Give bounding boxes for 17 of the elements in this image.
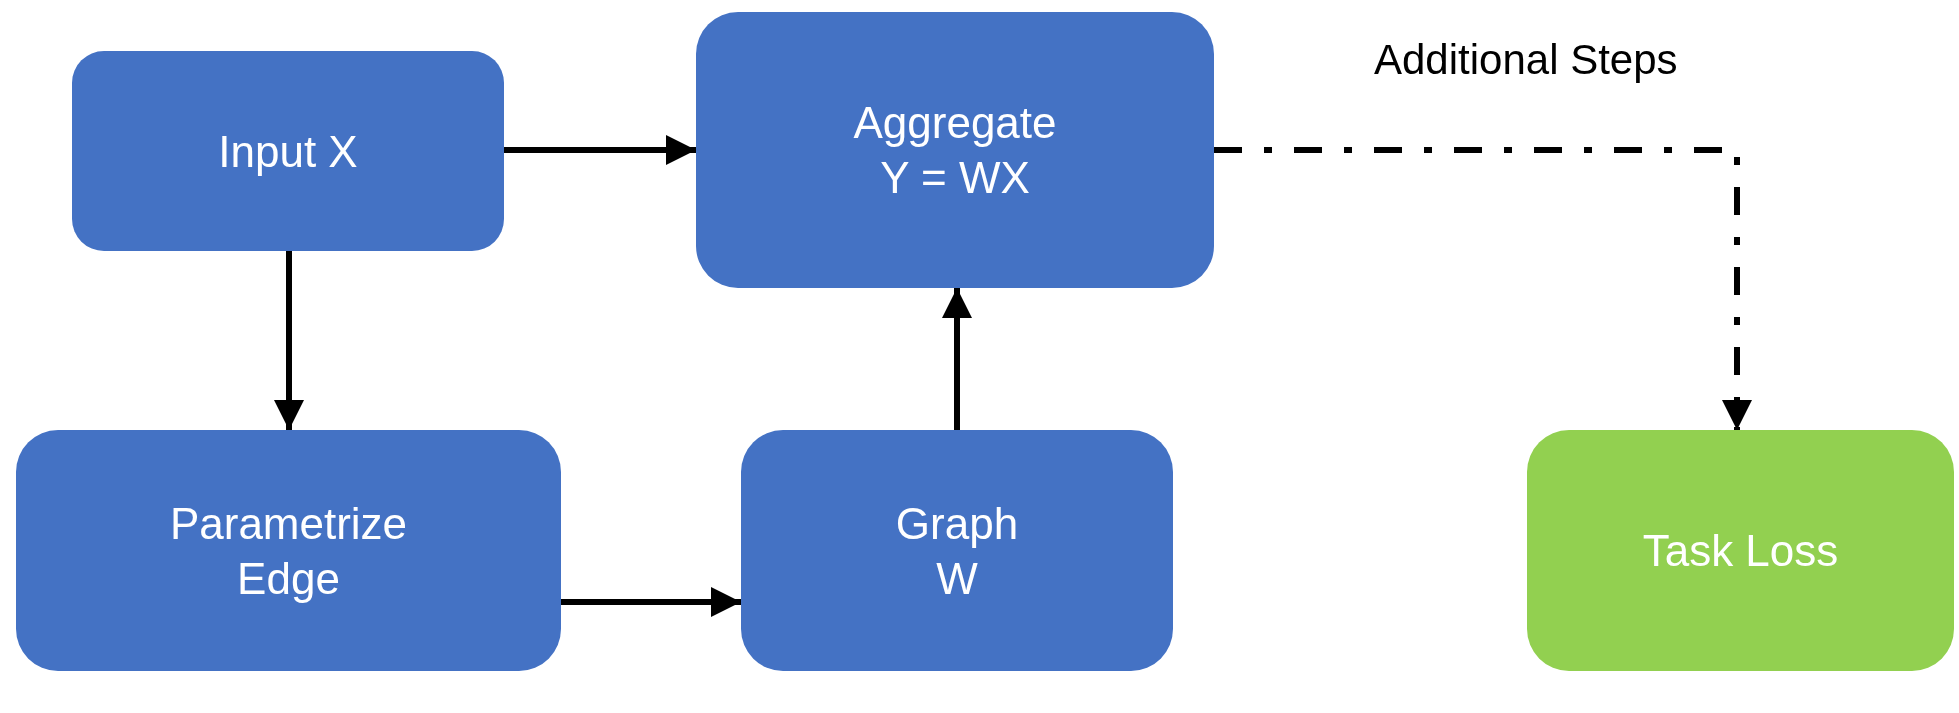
arrow bbox=[942, 288, 972, 430]
process-box bbox=[696, 12, 1214, 288]
arrow bbox=[561, 587, 741, 617]
process-box bbox=[72, 51, 504, 251]
arrow bbox=[504, 135, 696, 165]
box-label: Graph bbox=[895, 497, 1019, 550]
box-label: W bbox=[936, 552, 978, 605]
arrow bbox=[274, 251, 304, 430]
box-label: Task Loss bbox=[1642, 525, 1839, 577]
box-label: Parametrize Edge bbox=[168, 497, 409, 605]
process-box bbox=[16, 430, 561, 671]
box-label: Input X bbox=[218, 125, 358, 178]
dash-dot-arrow bbox=[1214, 147, 1752, 430]
process-box bbox=[1527, 430, 1954, 671]
box-label: Y = WX bbox=[880, 152, 1030, 204]
process-box bbox=[741, 430, 1173, 671]
box-label: Aggregate bbox=[853, 97, 1057, 149]
